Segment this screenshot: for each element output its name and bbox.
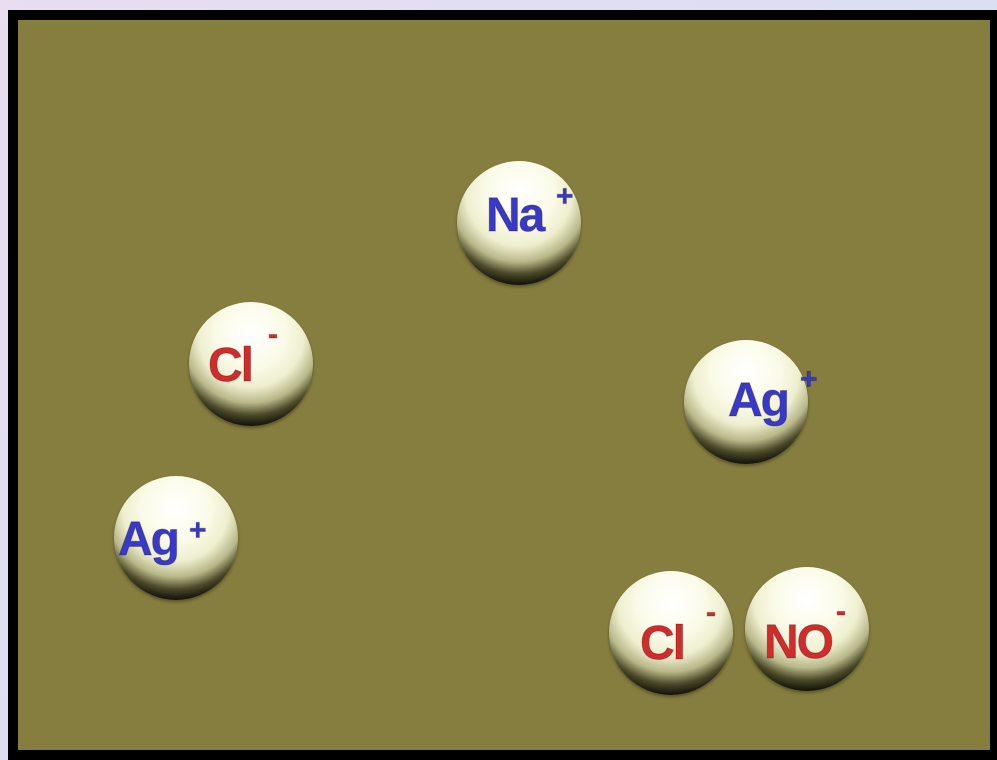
silver-right-symbol: Ag [728,374,791,427]
silver-ion-right [684,340,808,464]
nitrate-ion-label: NO - [764,596,847,669]
silver-left-charge: + [189,514,208,547]
chloride-left-symbol: Cl [208,339,255,392]
chloride-bottom-symbol: Cl [640,617,687,670]
sodium-symbol: Na [485,189,545,242]
silver-left-symbol: Ag [118,513,181,566]
chloride-ion-bottom [609,571,733,695]
chloride-bottom-charge: - [706,596,717,629]
chloride-ion-left [189,302,313,426]
nitrate-charge: - [836,595,847,628]
chloride-left-charge: - [268,318,279,351]
solution-scene: Na + Cl - Ag + Ag + Cl - NO - [18,20,990,750]
chloride-ion-bottom-label: Cl - [640,597,717,670]
sodium-ion-label: Na + [485,181,574,242]
chloride-ion-left-label: Cl - [208,319,279,392]
nitrate-ion [745,567,869,691]
silver-ion-right-label: Ag + [728,364,819,427]
silver-ion-left [114,476,238,600]
silver-right-charge: + [800,363,819,396]
sodium-ion [457,161,581,285]
silver-ion-left-label: Ag + [118,513,208,566]
nitrate-symbol: NO [764,616,835,669]
sodium-charge: + [556,180,575,213]
